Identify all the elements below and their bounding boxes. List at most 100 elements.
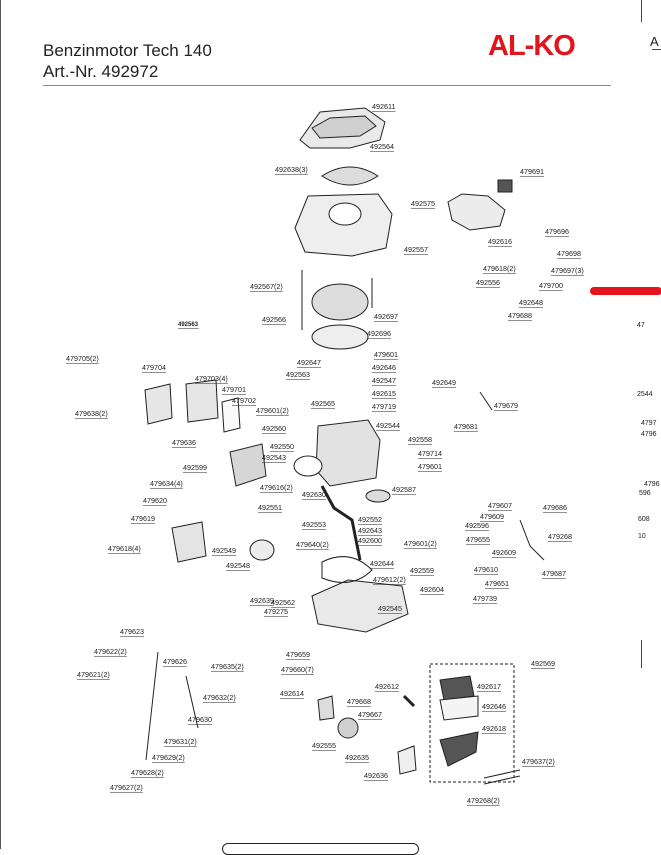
- part-label: 492550: [270, 442, 294, 451]
- part-label: 479696: [545, 227, 569, 236]
- part-label: 492697: [374, 312, 398, 321]
- part-label: 479701: [222, 385, 246, 394]
- part-label: 479637(2): [522, 757, 555, 766]
- part-label: 492638(3): [275, 165, 308, 174]
- part-label: 492617: [477, 682, 501, 691]
- part-label: 479601: [374, 350, 398, 359]
- part-label: 492549: [212, 546, 236, 555]
- part-label: 492635: [345, 753, 369, 762]
- side-fragment-5: 4796: [644, 481, 660, 488]
- part-label: 492596: [465, 521, 489, 530]
- part-label: 492555: [312, 741, 336, 750]
- part-label: 479601: [418, 462, 442, 471]
- part-label: 479634(4): [150, 479, 183, 488]
- part-label: 479655: [466, 535, 490, 544]
- part-label: 479739: [473, 594, 497, 603]
- part-label: 479609: [480, 512, 504, 521]
- side-fragment-8: 10: [638, 533, 646, 540]
- part-label: 479632(2): [203, 693, 236, 702]
- part-label: 492563: [178, 322, 199, 328]
- part-label: 479686: [543, 503, 567, 512]
- scroll-indicator[interactable]: [222, 843, 419, 855]
- part-label: 479688: [508, 311, 532, 320]
- part-label: 479698: [557, 249, 581, 258]
- part-label: 479631(2): [164, 737, 197, 746]
- title-line-1: Benzinmotor Tech 140: [43, 41, 212, 60]
- part-label: 479275: [264, 607, 288, 616]
- part-label: 492552: [358, 515, 382, 524]
- part-label: 492649: [432, 378, 456, 387]
- red-highlight-mark: [590, 287, 661, 295]
- part-label: 479268(2): [467, 796, 500, 805]
- part-label: 492611: [372, 102, 395, 111]
- part-label: 479607: [488, 501, 512, 510]
- part-label: 492562: [271, 598, 295, 607]
- part-label: 492644: [370, 559, 394, 568]
- side-fragment-top: A: [650, 34, 659, 49]
- part-label: 492547: [372, 376, 396, 385]
- part-label: 479601(2): [404, 539, 437, 548]
- part-label: 492545: [378, 604, 402, 613]
- part-label: 492618: [482, 724, 506, 733]
- part-label: 479704: [142, 363, 166, 372]
- part-label: 479620: [143, 496, 167, 505]
- part-label: 479719: [372, 402, 396, 411]
- part-label: 479623: [120, 627, 144, 636]
- side-fragment-3: 4797: [641, 420, 657, 427]
- part-label: 492575: [411, 199, 435, 208]
- part-label: 492599: [183, 463, 207, 472]
- part-label: 479626: [163, 657, 187, 666]
- part-label: 479618(4): [108, 544, 141, 553]
- part-label: 492557: [404, 245, 428, 254]
- part-label: 479681: [454, 422, 478, 431]
- part-label: 479621(2): [77, 670, 110, 679]
- page-border: [0, 0, 1, 849]
- header-rule: [43, 85, 611, 86]
- part-label: 479622(2): [94, 647, 127, 656]
- part-label: 492563: [286, 370, 310, 379]
- part-label: 479636: [172, 438, 196, 447]
- part-label: 492569: [531, 659, 555, 668]
- side-underline: [652, 49, 661, 50]
- part-label: 492558: [408, 435, 432, 444]
- part-label: 492612: [375, 682, 399, 691]
- part-label: 479697(3): [551, 266, 584, 275]
- part-label: 479659: [286, 650, 310, 659]
- part-label: 492544: [376, 421, 400, 430]
- side-fragment-2: 2544: [637, 391, 653, 398]
- part-label: 492636: [364, 771, 388, 780]
- part-label: 479619: [131, 514, 155, 523]
- part-label: 492600: [358, 536, 382, 545]
- part-label: 479629(2): [152, 753, 185, 762]
- part-label: 479687: [542, 569, 566, 578]
- part-label: 492616: [488, 237, 512, 246]
- part-label: 479612(2): [373, 575, 406, 584]
- part-label: 479268: [548, 532, 572, 541]
- part-label: 492639: [250, 596, 274, 605]
- part-label: 479651: [485, 579, 509, 588]
- part-label: 479635(2): [211, 662, 244, 671]
- part-label: 492543: [262, 453, 286, 462]
- part-label: 479610: [474, 565, 498, 574]
- part-label: 479618(2): [483, 264, 516, 273]
- part-label: 479714: [418, 449, 442, 458]
- part-label: 492646: [482, 702, 506, 711]
- part-label: 479628(2): [131, 768, 164, 777]
- part-label: 479601(2): [256, 406, 289, 415]
- part-label: 479630: [188, 715, 212, 724]
- part-label: 492648: [519, 298, 543, 307]
- side-fragment-6: 596: [639, 490, 651, 497]
- part-label: 479668: [347, 697, 371, 706]
- part-label: 492587: [392, 485, 416, 494]
- part-label: 492696: [367, 329, 391, 338]
- alko-logo: AL-KO: [488, 31, 576, 59]
- part-label: 492630: [302, 490, 326, 499]
- part-label: 479702: [232, 396, 256, 405]
- svg-text:AL-KO: AL-KO: [488, 31, 575, 59]
- part-label: 479703(4): [195, 374, 228, 383]
- side-divider-top: [641, 0, 642, 22]
- part-label: 492548: [226, 561, 250, 570]
- part-label: 492604: [420, 585, 444, 594]
- side-fragment-1: 47: [637, 322, 645, 329]
